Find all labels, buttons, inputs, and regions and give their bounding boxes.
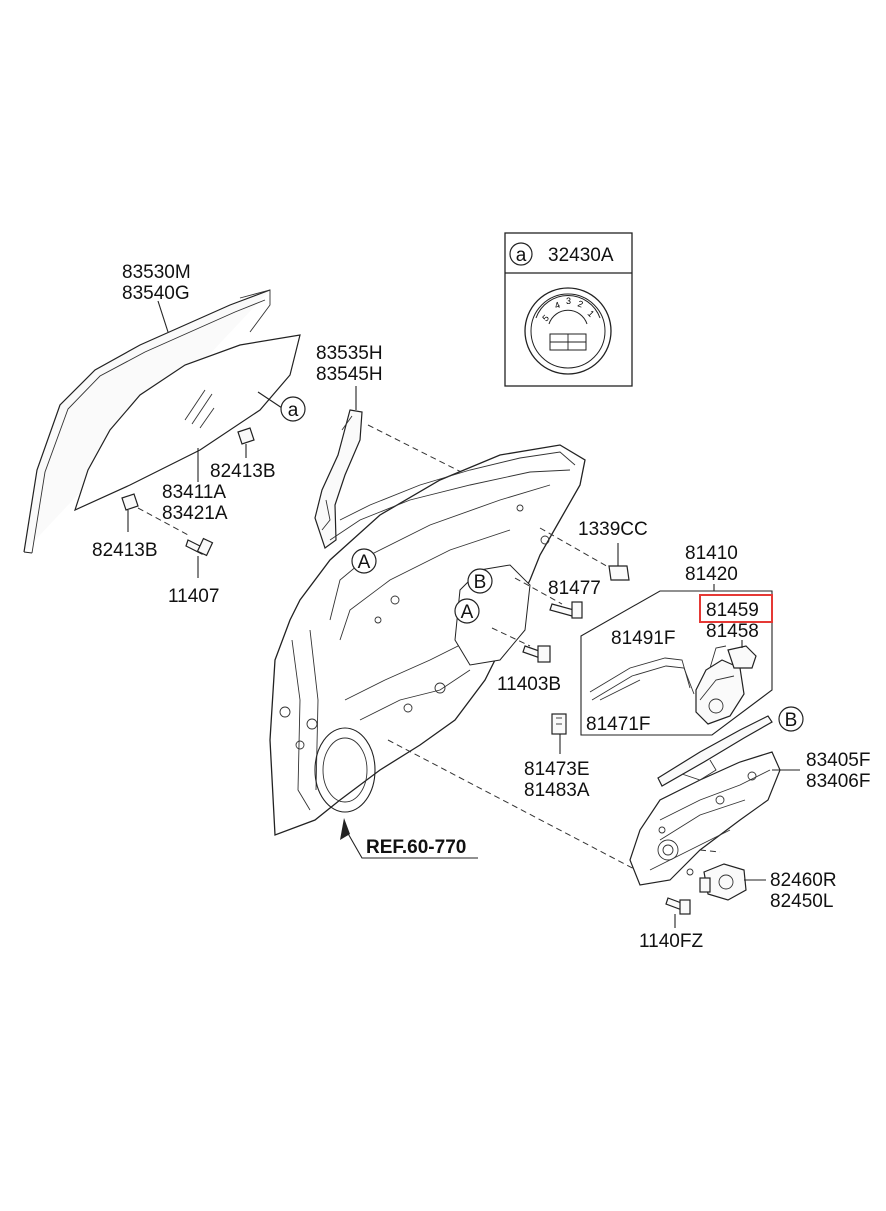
door-glass [74,334,301,512]
label-1339CC: 1339CC [578,519,648,540]
label-81471F: 81471F [586,714,650,735]
bolt-11407-icon [185,537,214,578]
marker-B-panel: B [467,568,493,594]
label-81458: 81458 [706,621,759,642]
label-81483A: 81483A [524,780,590,801]
label-82460R: 82460R [770,870,837,891]
nut-1339cc-icon [608,543,630,581]
label-81473E: 81473E [524,759,590,780]
latch-assembly-box [580,584,773,736]
label-83540G: 83540G [122,283,190,304]
label-83545H: 83545H [316,364,383,385]
rear-channel [314,386,486,549]
dial-digit-5: 5 [540,313,551,324]
ref-arrow-icon [340,818,478,859]
label-83405F: 83405F [806,750,870,771]
svg-text:A: A [358,552,371,573]
marker-A-panel: A [454,598,480,624]
dial-digit-3: 3 [566,296,571,306]
label-ref: REF.60-770 [366,837,466,858]
label-81477: 81477 [548,578,601,599]
marker-a-circle: a [280,396,306,422]
svg-text:B: B [474,572,487,593]
inset-marker-circle [509,242,533,266]
label-83421A: 83421A [162,503,228,524]
marker-B-regulator: B [778,706,804,732]
dial-digit-1: 1 [586,308,597,319]
door-inner-panel [269,444,586,836]
dial-digit-2: 2 [576,298,584,309]
clip-81473e-icon [551,713,567,754]
inset-part-number: 32430A [548,245,614,266]
bolt-81477-icon [549,601,583,619]
svg-text:a: a [288,400,299,421]
glass-clip-lower [121,493,191,537]
label-83406F: 83406F [806,771,870,792]
marker-A-door: A [351,548,377,574]
regulator-motor-icon [699,863,766,901]
label-1140FZ: 1140FZ [639,931,703,952]
label-83411A: 83411A [162,482,226,503]
bolt-1140fz-icon [665,897,691,928]
label-82413B-lower: 82413B [92,540,158,561]
window-regulator [629,715,800,886]
child-lock-knob-icon: 5 4 3 2 1 [524,287,612,375]
label-81459: 81459 [706,600,759,621]
svg-text:A: A [461,602,474,623]
highlight-box-81459 [699,594,773,623]
label-81410: 81410 [685,543,738,564]
label-81491F: 81491F [611,628,675,649]
bolt-11403b-icon [522,645,551,663]
inset-callout-box: a 32430A 5 4 3 2 1 [504,232,633,387]
inset-marker-a: a [516,245,527,266]
label-82413B-upper: 82413B [210,461,276,482]
label-11403B: 11403B [497,674,561,695]
label-11407: 11407 [168,586,219,607]
svg-text:B: B [785,710,798,731]
label-82450L: 82450L [770,891,833,912]
label-81420: 81420 [685,564,738,585]
label-83535H: 83535H [316,343,383,364]
glass-clip-upper [237,427,255,458]
dial-digit-4: 4 [553,300,561,311]
label-83530M: 83530M [122,262,191,283]
leader-lines [387,527,641,873]
